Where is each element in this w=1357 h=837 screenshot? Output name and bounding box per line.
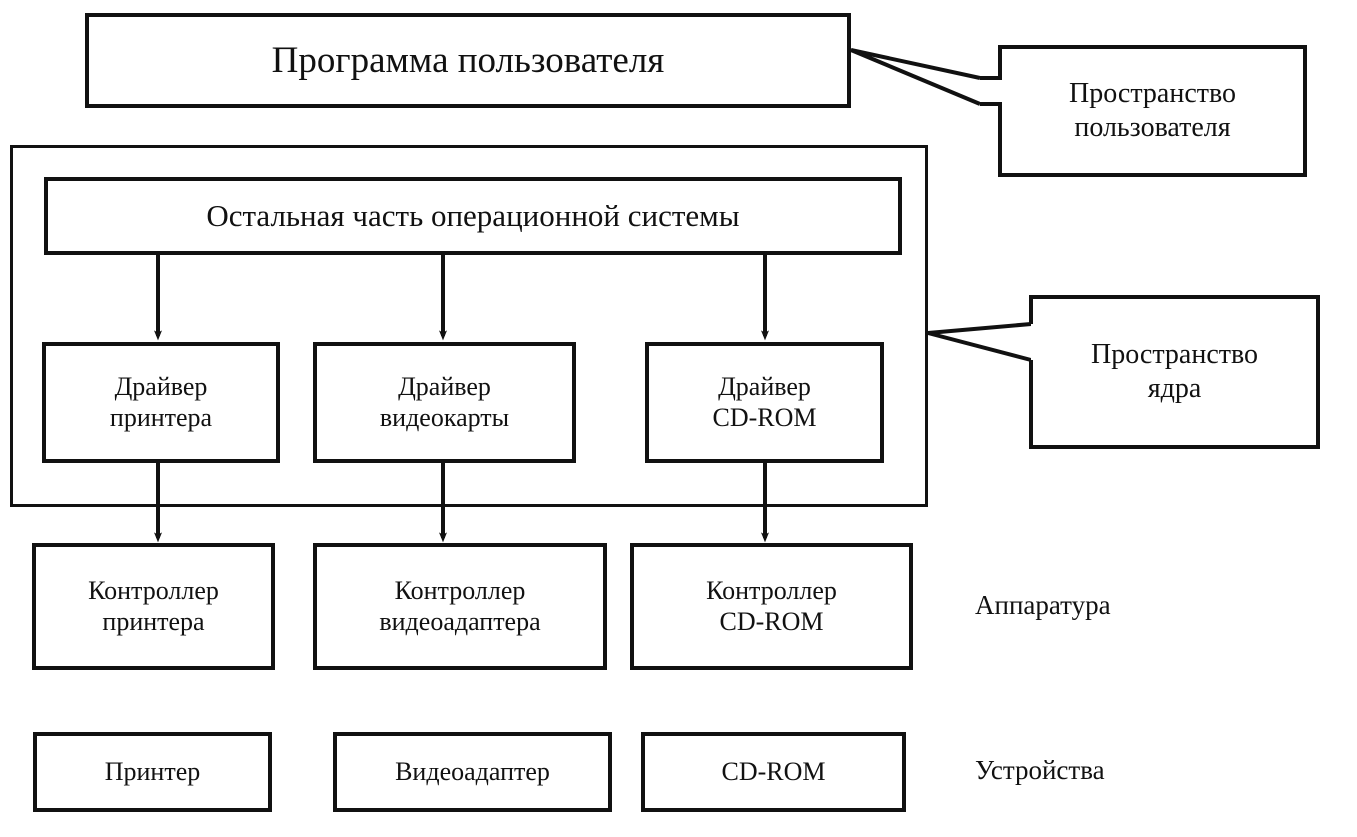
printer-controller-label-line2: принтера — [102, 606, 205, 636]
cdrom-driver-label-line1: Драйвер — [718, 371, 811, 401]
video-driver-label-line2: видеокарты — [379, 402, 510, 432]
cdrom-device-label: CD-ROM — [721, 756, 826, 786]
cdrom-driver-box[interactable]: Драйвер CD-ROM — [645, 342, 884, 463]
user-space-callout-line2: пользователя — [1074, 112, 1231, 143]
cdrom-device-box[interactable]: CD-ROM — [641, 732, 906, 812]
leader-user-space-lower — [850, 48, 981, 106]
os-rest-label: Остальная часть операционной системы — [206, 197, 740, 233]
video-adapter-device-box[interactable]: Видеоадаптер — [333, 732, 612, 812]
video-controller-box[interactable]: Контроллер видеоадаптера — [313, 543, 607, 670]
devices-side-label-text: Устройства — [975, 755, 1105, 785]
printer-driver-box[interactable]: Драйвер принтера — [42, 342, 280, 463]
kernel-space-callout-outline — [1029, 295, 1320, 449]
kernel-space-callout-label: Пространство ядра — [1031, 297, 1318, 447]
leader-kernel-space-upper — [927, 322, 1032, 335]
cdrom-controller-label-line2: CD-ROM — [719, 606, 824, 636]
printer-controller-box[interactable]: Контроллер принтера — [32, 543, 275, 670]
printer-device-label: Принтер — [104, 756, 201, 786]
kernel-space-callout-line2: ядра — [1147, 373, 1202, 404]
kernel-space-frame — [10, 145, 928, 507]
printer-driver-label-line2: принтера — [109, 402, 213, 432]
cdrom-driver-label-line2: CD-ROM — [712, 402, 817, 432]
cdrom-controller-box[interactable]: Контроллер CD-ROM — [630, 543, 913, 670]
devices-side-label: Устройства — [975, 755, 1105, 786]
os-rest-box[interactable]: Остальная часть операционной системы — [44, 177, 902, 255]
hardware-side-label-text: Аппаратура — [975, 590, 1111, 620]
leader-kernel-space-lower — [927, 331, 1032, 362]
user-space-callout-line1: Пространство — [1068, 78, 1237, 110]
hardware-side-label: Аппаратура — [975, 590, 1111, 621]
video-driver-box[interactable]: Драйвер видеокарты — [313, 342, 576, 463]
video-driver-label-line1: Драйвер — [398, 371, 491, 401]
kernel-space-callout-line1: Пространство — [1090, 339, 1259, 371]
user-program-box[interactable]: Программа пользователя — [85, 13, 851, 108]
video-controller-label-line2: видеоадаптера — [379, 606, 541, 636]
cdrom-controller-label-line1: Контроллер — [706, 575, 837, 605]
printer-driver-label-line1: Драйвер — [114, 371, 208, 401]
leader-user-space-upper — [850, 48, 981, 80]
printer-controller-label-line1: Контроллер — [88, 575, 219, 605]
user-space-callout-label: Пространство пользователя — [1000, 47, 1305, 175]
user-space-callout-outline — [980, 45, 1307, 177]
printer-device-box[interactable]: Принтер — [33, 732, 272, 812]
video-adapter-device-label: Видеоадаптер — [395, 756, 550, 786]
user-program-label: Программа пользователя — [271, 39, 665, 81]
video-controller-label-line1: Контроллер — [394, 575, 526, 605]
